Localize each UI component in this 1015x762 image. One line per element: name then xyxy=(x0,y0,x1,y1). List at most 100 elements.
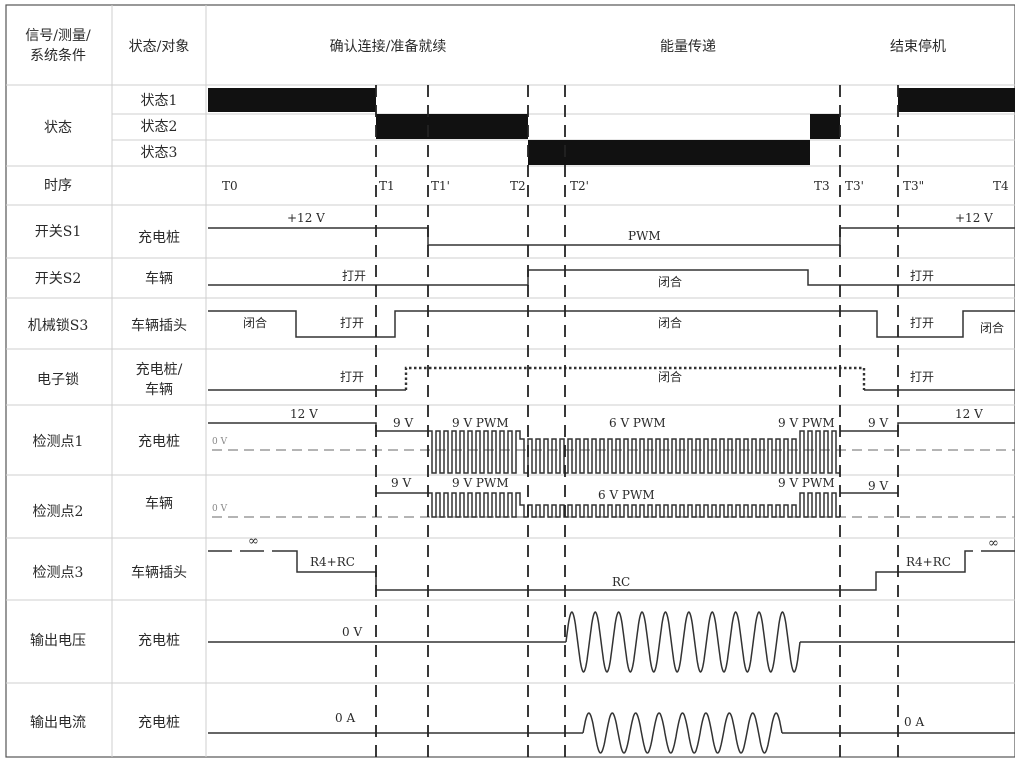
cp2-object: 车辆 xyxy=(145,495,173,512)
iout-waveform: 0 A 0 A xyxy=(208,711,1015,754)
s3-object: 车辆插头 xyxy=(131,317,187,334)
s2-waveform: 打开 闭合 打开 xyxy=(208,269,1015,289)
tick-T1-prime: T1' xyxy=(431,179,450,193)
cp3-text-rc: RC xyxy=(612,575,630,589)
header-col2: 状态/对象 xyxy=(129,39,190,55)
s3-text-closed-mid: 闭合 xyxy=(658,315,682,330)
table-border xyxy=(5,4,1015,758)
cp1-object: 充电桩 xyxy=(138,433,180,450)
s1-trace xyxy=(208,227,1015,246)
state-1-bar-end xyxy=(898,88,1015,112)
cp3-waveform: ∞ R4+RC RC R4+RC ∞ xyxy=(208,534,1015,591)
vout-object: 充电桩 xyxy=(138,632,180,649)
tick-T3-prime: T3' xyxy=(845,179,864,193)
cp1-text-0v: 0 V xyxy=(212,437,228,447)
tick-T4: T4 xyxy=(993,179,1009,193)
lock-object-line2: 车辆 xyxy=(145,381,173,398)
signal-row-labels: 开关S1 充电桩 开关S2 车辆 机械锁S3 车辆插头 电子锁 充电桩/ 车辆 … xyxy=(28,224,187,731)
s3-text-closed: 闭合 xyxy=(243,315,267,330)
tick-T1: T1 xyxy=(379,179,395,193)
cp1-text-9v: 9 V xyxy=(393,416,413,430)
cp2-text-9vpwm: 9 V PWM xyxy=(452,476,509,490)
cp1-label: 检测点1 xyxy=(33,434,84,450)
cp2-pwm-trace xyxy=(428,492,840,518)
cp3-text-inf-end: ∞ xyxy=(988,536,999,551)
s3-text-open: 打开 xyxy=(340,316,364,330)
tick-T2: T2 xyxy=(510,179,526,193)
cp3-label: 检测点3 xyxy=(33,565,84,581)
cp1-text-12v-end: 12 V xyxy=(955,407,983,421)
s1-text-pwm: PWM xyxy=(628,229,661,243)
s1-text-12v: +12 V xyxy=(287,211,325,225)
vout-label: 输出电压 xyxy=(30,633,86,649)
tick-T3: T3 xyxy=(814,179,830,193)
header-phase-transfer: 能量传递 xyxy=(660,39,716,55)
iout-text-0a: 0 A xyxy=(335,711,355,725)
cp2-text-9v-end: 9 V xyxy=(868,479,888,493)
s1-object: 充电桩 xyxy=(138,229,180,246)
timing-row: 时序 T0 T1 T1' T2 T2' T3 T3' T3" T4 xyxy=(44,178,1009,194)
iout-label: 输出电流 xyxy=(30,715,86,731)
cp3-text-r4rc: R4+RC xyxy=(310,555,355,569)
cp1-text-9v-end: 9 V xyxy=(868,416,888,430)
s3-text-closed-end: 闭合 xyxy=(980,320,1004,335)
state-3-bar xyxy=(528,140,810,165)
s2-text-closed: 闭合 xyxy=(658,274,682,289)
s3-label: 机械锁S3 xyxy=(28,318,89,334)
state-1-bar xyxy=(208,88,376,112)
cp3-text-inf: ∞ xyxy=(248,534,259,549)
timing-row-label: 时序 xyxy=(44,178,72,194)
header-phase-end: 结束停机 xyxy=(890,38,946,55)
state-1-label: 状态1 xyxy=(141,93,178,109)
state-2-bar xyxy=(376,114,528,139)
cp3-trace xyxy=(272,550,973,591)
state-row-label: 状态 xyxy=(44,120,72,136)
s2-trace xyxy=(208,269,1015,286)
s2-label: 开关S2 xyxy=(35,271,82,287)
lock-text-closed: 闭合 xyxy=(658,369,682,384)
cp3-object: 车辆插头 xyxy=(131,564,187,581)
s2-text-open-end: 打开 xyxy=(910,269,934,283)
tick-T0: T0 xyxy=(222,179,238,193)
s1-text-12v-end: +12 V xyxy=(955,211,993,225)
cp2-waveform: 9 V 9 V PWM 6 V PWM 9 V PWM 9 V 0 V xyxy=(212,476,1015,518)
header-col1-line2: 系统条件 xyxy=(30,47,86,64)
cp1-text-9vpwm-end: 9 V PWM xyxy=(778,416,835,430)
vout-waveform: 0 V xyxy=(208,611,1015,673)
lock-trace-dotted xyxy=(404,366,866,390)
cp1-waveform: 12 V 9 V 9 V PWM 6 V PWM 9 V PWM 9 V 12 … xyxy=(208,407,1015,474)
state-section: 状态 状态1 状态2 状态3 xyxy=(44,88,1015,165)
tick-T3-double-prime: T3" xyxy=(903,179,924,193)
header-phase-confirm: 确认连接/准备就续 xyxy=(330,38,447,55)
tick-T2-prime: T2' xyxy=(570,179,589,193)
header-col1-line1: 信号/测量/ xyxy=(25,28,91,44)
state-3-label: 状态3 xyxy=(141,145,178,161)
vout-text-0v: 0 V xyxy=(342,625,362,639)
cp2-text-9vpwm-end: 9 V PWM xyxy=(778,476,835,490)
cp2-text-6vpwm: 6 V PWM xyxy=(598,488,655,502)
lock-text-open: 打开 xyxy=(340,370,364,384)
cp1-text-9vpwm: 9 V PWM xyxy=(452,416,509,430)
lock-label: 电子锁 xyxy=(37,372,79,388)
lock-object-line1: 充电桩/ xyxy=(136,361,183,378)
cp3-text-r4rc-end: R4+RC xyxy=(906,555,951,569)
cp1-text-12v: 12 V xyxy=(290,407,318,421)
cp2-text-0v: 0 V xyxy=(212,504,228,514)
cp1-pwm-trace xyxy=(428,430,840,474)
cp1-text-6vpwm: 6 V PWM xyxy=(609,416,666,430)
iout-sine-trace xyxy=(582,712,783,754)
vout-sine-trace xyxy=(565,611,801,673)
s3-text-open-end: 打开 xyxy=(910,316,934,330)
lock-text-open-end: 打开 xyxy=(910,370,934,384)
lock-waveform: 打开 闭合 打开 xyxy=(208,366,1015,391)
s2-object: 车辆 xyxy=(145,270,173,287)
cp2-label: 检测点2 xyxy=(33,504,84,520)
s3-trace xyxy=(208,310,1015,338)
cp2-text-9v: 9 V xyxy=(391,476,411,490)
s1-label: 开关S1 xyxy=(35,224,82,240)
iout-text-0a-end: 0 A xyxy=(904,715,924,729)
s1-waveform: +12 V PWM +12 V xyxy=(208,211,1015,246)
header-row: 信号/测量/ 系统条件 状态/对象 确认连接/准备就续 能量传递 结束停机 xyxy=(25,28,946,64)
state-2-label: 状态2 xyxy=(141,119,178,135)
